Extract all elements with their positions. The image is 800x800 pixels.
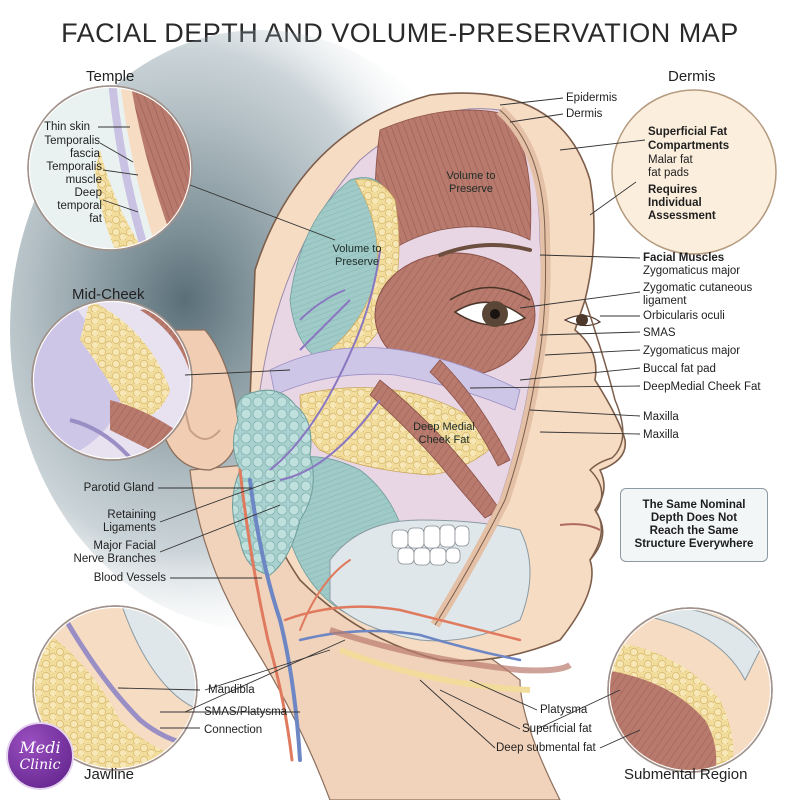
zone-forehead-line1: Volume to xyxy=(446,170,496,182)
zone-temple-line1: Volume to xyxy=(332,243,382,255)
label-mandibla: Mandibla xyxy=(208,684,255,696)
logo-line-2: Clinic xyxy=(19,757,61,773)
label-deep-submental-fat: Deep submental fat xyxy=(496,742,596,754)
label-epidermis: Epidermis xyxy=(566,92,618,104)
clinic-logo: Medi Clinic xyxy=(6,722,74,790)
logo-line-1: Medi xyxy=(19,738,61,757)
label-deep-temporal-fat-1: Deep xyxy=(74,187,103,199)
note-line-3: Reach the Same xyxy=(649,525,739,537)
dermis-assessment: Assessment xyxy=(648,210,716,222)
zone-cheek-line2: Cheek Fat xyxy=(418,434,470,446)
note-line-1: The Same Nominal xyxy=(642,499,746,511)
note-box: The Same Nominal Depth Does Not Reach th… xyxy=(620,488,768,562)
label-maxilla-2: Maxilla xyxy=(643,429,679,441)
label-platysma: Platysma xyxy=(540,704,588,716)
label-connection: Connection xyxy=(204,724,263,736)
zone-cheek-line1: Deep Medial xyxy=(413,421,475,433)
label-deep-medial-cheek-fat: DeepMedial Cheek Fat xyxy=(643,381,761,393)
label-temporalis-fascia-2: fascia xyxy=(69,148,100,160)
dermis-fat-pads: fat pads xyxy=(648,167,689,179)
label-temporalis-fascia-1: Temporalis xyxy=(44,135,100,147)
label-nerve-1: Major Facial xyxy=(93,540,156,552)
dermis-requires: Requires xyxy=(648,184,698,196)
label-deep-temporal-fat-3: fat xyxy=(89,213,102,225)
section-title-dermis: Dermis xyxy=(668,68,716,85)
label-superficial-fat: Superficial fat xyxy=(522,723,592,735)
note-line-2: Depth Does Not xyxy=(650,512,738,524)
label-retaining-1: Retaining xyxy=(107,509,156,521)
dermis-malar-fat: Malar fat xyxy=(648,154,693,166)
label-nerve-2: Nerve Branches xyxy=(73,553,156,565)
label-maxilla-1: Maxilla xyxy=(643,411,679,423)
label-zygomaticus-major-1: Zygomaticus major xyxy=(643,265,741,277)
section-title-temple: Temple xyxy=(86,68,135,85)
label-smas: SMAS xyxy=(643,327,676,339)
label-deep-temporal-fat-2: temporal xyxy=(57,200,102,212)
label-zygomaticus-major-2: Zygomaticus major xyxy=(643,345,741,357)
dermis-superficial-fat: Superficial Fat xyxy=(648,126,728,138)
label-dermis: Dermis xyxy=(566,108,603,120)
zone-forehead-line2: Preserve xyxy=(448,183,494,195)
label-temporalis-muscle-2: muscle xyxy=(65,174,102,186)
label-facial-muscles: Facial Muscles xyxy=(643,252,725,264)
label-retaining-2: Ligaments xyxy=(102,522,156,534)
dermis-individual: Individual xyxy=(648,197,702,209)
section-title-mid-cheek: Mid-Cheek xyxy=(72,286,145,303)
note-line-4: Structure Everywhere xyxy=(634,538,754,550)
dermis-compartments: Compartments xyxy=(648,140,730,152)
section-title-jawline: Jawline xyxy=(84,766,135,783)
page-title: FACIAL DEPTH AND VOLUME-PRESERVATION MAP xyxy=(61,18,739,48)
label-zygomatic-cutaneous-1: Zygomatic cutaneous xyxy=(643,282,753,294)
zone-temple-line2: Preserve xyxy=(334,256,380,268)
label-orbicularis-oculi: Orbicularis oculi xyxy=(643,310,725,322)
label-thin-skin: Thin skin xyxy=(44,121,91,133)
label-zygomatic-cutaneous-2: ligament xyxy=(643,295,687,307)
section-title-submental: Submental Region xyxy=(624,766,748,783)
label-buccal-fat-pad: Buccal fat pad xyxy=(643,363,716,375)
label-parotid-gland: Parotid Gland xyxy=(83,482,154,494)
label-temporalis-muscle-1: Temporalis xyxy=(46,161,102,173)
label-blood-vessels: Blood Vessels xyxy=(93,572,166,584)
label-smas-platysma: SMAS/Platysma xyxy=(204,706,288,718)
